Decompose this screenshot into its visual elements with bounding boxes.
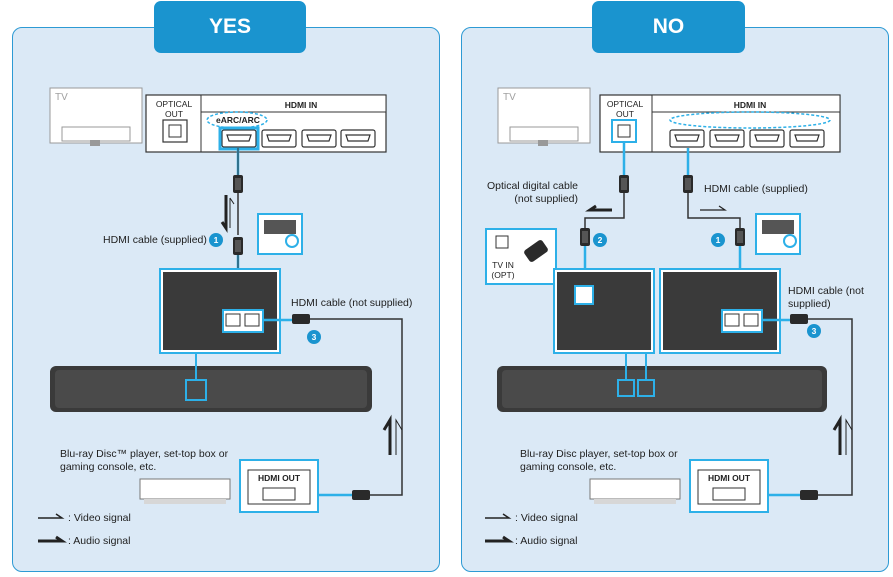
left-optical-out-label: OPTICAL OUT bbox=[155, 99, 193, 119]
yes-title: YES bbox=[154, 1, 306, 53]
left-marker-1: 1 bbox=[213, 235, 219, 245]
left-tv-label: TV bbox=[55, 92, 68, 103]
left-player bbox=[139, 478, 231, 504]
right-marker-2: 2 bbox=[597, 235, 603, 245]
left-earc-label: eARC/ARC bbox=[216, 115, 260, 125]
right-tv-label: TV bbox=[503, 92, 516, 103]
right-legend-video: : Video signal bbox=[515, 512, 578, 524]
right-hdmi-in-label: HDMI IN bbox=[733, 100, 767, 110]
right-tv bbox=[497, 87, 591, 146]
right-marker-1: 1 bbox=[715, 235, 721, 245]
right-marker-3: 3 bbox=[811, 326, 817, 336]
left-player-label: Blu-ray Disc™ player, set-top box or gam… bbox=[60, 448, 229, 473]
right-tv-in-opt-label: TV IN (OPT) bbox=[491, 260, 515, 280]
right-hdmi-out-label: HDMI OUT bbox=[707, 473, 751, 483]
left-legend-audio: : Audio signal bbox=[68, 535, 131, 547]
right-player bbox=[589, 478, 681, 504]
left-tv bbox=[49, 87, 143, 146]
no-title: NO bbox=[592, 1, 745, 53]
left-marker-3: 3 bbox=[311, 332, 317, 342]
left-hdmi-supplied-label: HDMI cable (supplied) bbox=[103, 234, 207, 246]
right-hdmi-supplied-label: HDMI cable (supplied) bbox=[704, 183, 808, 195]
left-legend-video: : Video signal bbox=[68, 512, 131, 524]
right-legend-audio: : Audio signal bbox=[515, 535, 578, 547]
right-hdmi-not-supplied-label: HDMI cable (not supplied) bbox=[788, 285, 864, 310]
left-hdmi-in-label: HDMI IN bbox=[284, 100, 318, 110]
right-optical-cable-label: Optical digital cable (not supplied) bbox=[486, 180, 578, 205]
left-hdmi-not-supplied-label: HDMI cable (not supplied) bbox=[291, 297, 413, 309]
left-hdmi-out-label: HDMI OUT bbox=[257, 473, 301, 483]
right-player-label: Blu-ray Disc player, set-top box or gami… bbox=[520, 448, 678, 473]
right-optical-out-label: OPTICAL OUT bbox=[606, 99, 644, 119]
